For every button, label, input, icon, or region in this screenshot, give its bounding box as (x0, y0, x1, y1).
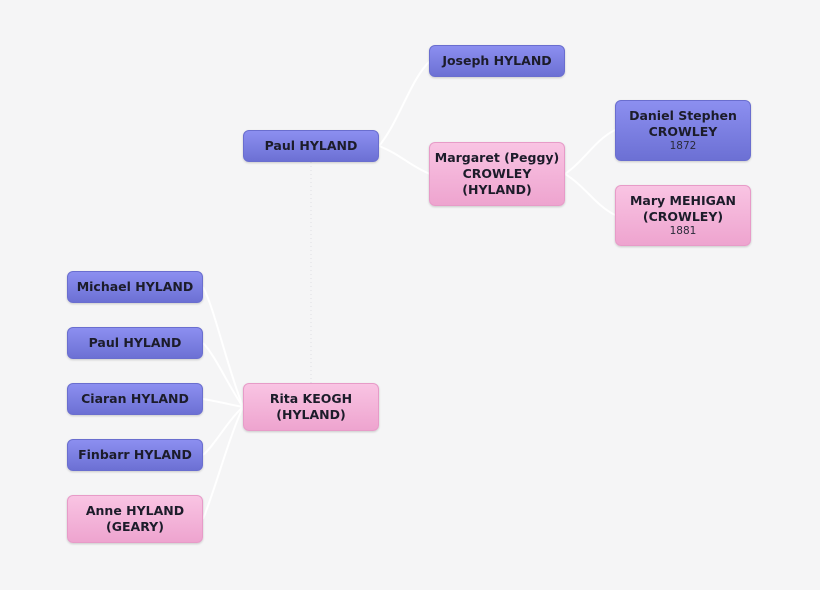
link-paul-margaret (378, 145, 431, 175)
person-mary-mehigan[interactable]: Mary MEHIGAN (CROWLEY) 1881 (615, 185, 751, 246)
link-rita-anne (202, 406, 244, 520)
link-rita-paul (202, 342, 244, 408)
person-paul-hyland-parent[interactable]: Paul HYLAND (243, 130, 379, 162)
person-year: 1872 (669, 140, 697, 152)
person-name: Michael HYLAND (76, 279, 194, 294)
person-name: Finbarr HYLAND (78, 447, 192, 462)
person-year: 1881 (669, 225, 697, 237)
person-name: Anne HYLAND (GEARY) (85, 503, 185, 534)
person-ciaran-hyland[interactable]: Ciaran HYLAND (67, 383, 203, 415)
person-name: Paul HYLAND (264, 138, 358, 153)
link-rita-michael (202, 286, 244, 408)
person-joseph-hyland[interactable]: Joseph HYLAND (429, 45, 565, 77)
person-margaret-crowley[interactable]: Margaret (Peggy) CROWLEY (HYLAND) (429, 142, 565, 206)
person-name: Margaret (Peggy) CROWLEY (HYLAND) (434, 150, 560, 197)
link-margaret-mary (564, 173, 616, 216)
person-name: Mary MEHIGAN (CROWLEY) (629, 193, 737, 224)
person-name: Ciaran HYLAND (81, 391, 189, 406)
link-rita-ciaran (202, 398, 244, 408)
person-paul-hyland-child[interactable]: Paul HYLAND (67, 327, 203, 359)
person-rita-keogh[interactable]: Rita KEOGH (HYLAND) (243, 383, 379, 431)
link-margaret-daniel (564, 129, 616, 175)
person-anne-hyland[interactable]: Anne HYLAND (GEARY) (67, 495, 203, 543)
person-finbarr-hyland[interactable]: Finbarr HYLAND (67, 439, 203, 471)
person-name: Rita KEOGH (HYLAND) (269, 391, 353, 422)
link-rita-finbarr (202, 406, 244, 456)
person-daniel-crowley[interactable]: Daniel Stephen CROWLEY 1872 (615, 100, 751, 161)
person-name: Paul HYLAND (88, 335, 182, 350)
person-name: Daniel Stephen CROWLEY (629, 108, 737, 139)
link-paul-joseph (378, 60, 431, 147)
person-name: Joseph HYLAND (442, 53, 552, 68)
person-michael-hyland[interactable]: Michael HYLAND (67, 271, 203, 303)
